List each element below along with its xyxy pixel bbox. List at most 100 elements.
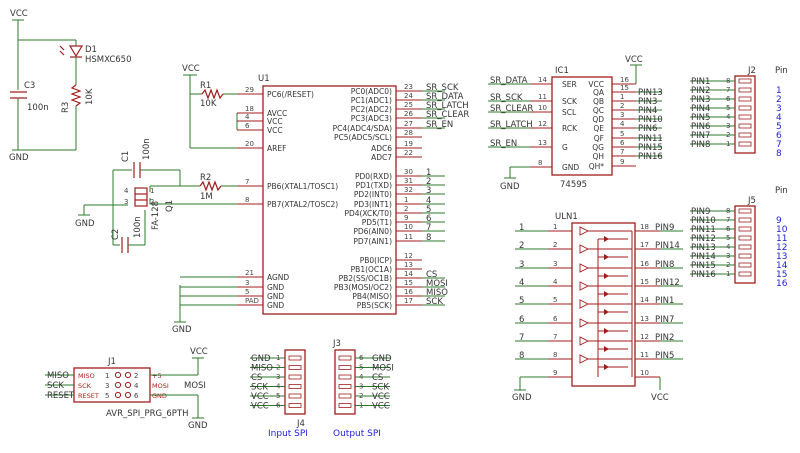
mcu-pin-number: 6 [245,122,250,130]
mcu-pin-number: 13 [404,261,413,269]
header-pin-label: 5 [776,122,782,132]
c3-value: 100n [27,103,49,113]
sr-pin-number: 14 [538,76,547,84]
mcu-pin-name: PD6(AIN0) [353,227,392,236]
header-net-label: PIN16 [691,270,716,280]
net-label: 6 [519,315,524,325]
header-pin-icon [738,226,752,232]
spi-pin-icon [338,384,352,389]
header-pin-number: 8 [726,207,730,215]
mcu-pin-number: 14 [404,270,413,278]
uln-pin-number: 15 [640,278,649,286]
uln-drivers [579,226,633,377]
header-pin-label: 3 [776,104,782,114]
sr-pin-name: QB [593,97,604,106]
spi-net-label: VCC [372,392,390,402]
spi-pin-icon [288,393,302,399]
vcc-label: VCC [10,9,28,19]
net-label: PIN4 [638,106,657,116]
mcu-pin-name: PD2(INT0) [354,190,392,199]
header-pin-label: 13 [776,252,787,262]
uln-pin-number: 5 [553,296,557,304]
r3-ref: R3 [61,102,71,113]
driver-icon [579,354,590,364]
spi-net-label: VCC [251,392,269,402]
spi-pin-icon [288,374,302,380]
net-label: 3 [426,186,431,196]
sr-pin-number: 1 [620,93,624,101]
header-pin-number: 5 [726,234,730,242]
header-pin-number: 7 [726,86,730,94]
uln-pin-number: 14 [640,296,649,304]
mcu-pin-name: PB3(MOSI/OC2) [334,283,392,292]
q1-pin-4: 4 [124,187,129,195]
header-pin-label: 10 [776,225,788,235]
sr-pin-number: 12 [538,120,547,128]
led-section: VCC C3 100n GND D1 HSMXC650 R3 10K [9,9,131,163]
uln-pin-number: 13 [640,315,649,323]
uln-pin-number: 7 [553,333,557,341]
header-pin-icon [738,244,752,250]
mcu-pin-name: PD5(T1) [362,218,392,227]
j1-pin-number: 5 [105,392,109,400]
mcu-pin-name: PB4(MISO) [352,292,392,301]
pin-icon [114,381,122,389]
spi-pin-icon [288,384,302,389]
j1-pin-number: 1 [105,372,109,380]
driver-icon [579,281,590,291]
mcu-pin-name: PC4(ADC4/SDA) [333,124,392,133]
spi-net-label: GND [251,354,271,364]
pin-icon [124,371,132,379]
sr-pin-number: 7 [620,148,624,156]
net-label: PIN13 [638,88,663,98]
spi-net-label: CS [251,373,262,383]
mcu-pin-number: 31 [404,177,413,185]
driver-icon [579,244,590,254]
net-label: 3 [519,260,524,270]
header-pin-icon [738,132,752,138]
spi-net-label: VCC [251,402,269,412]
mcu-pin-name: PC2(ADC2) [351,105,392,114]
spi-net-label: MOSI [372,364,394,374]
ic1-part: 74595 [560,180,587,190]
j5-header: Pin [775,186,788,196]
uln-pin-number: 17 [640,241,649,249]
uln-pin-number: 3 [553,260,557,268]
net-label: SR_EN [490,139,517,149]
j1-signal-label: +5 [152,372,162,380]
mcu-pin-name: PC1(ADC1) [351,96,392,105]
net-label: 1 [426,168,431,178]
c1-value: 100n [142,138,152,160]
mcu-pin-name: GND [267,283,284,292]
j3-caption: Output SPI [333,429,381,439]
header-pin-icon [738,96,752,102]
mcu-pin-number: 18 [245,105,254,113]
spi-pin-number: 5 [359,364,363,372]
mcu-pin-number: 17 [404,297,413,305]
header-pin-icon [738,78,752,84]
header-pin-label: 4 [776,113,782,123]
header-pin-number: 1 [726,140,730,148]
driver-icon [579,336,590,346]
j1-net-label: MOSI [184,381,206,391]
net-label: SR_EN [426,120,453,130]
j1-net-label: SCK [47,381,64,391]
header-net-label: PIN11 [691,225,716,235]
spi-net-label: GND [372,354,392,364]
net-label: SR_LATCH [490,120,533,130]
uln-pin-number: 4 [553,278,558,286]
driver-icon [579,299,590,309]
led-icon [68,45,84,58]
mcu-pin-name: PB5(SCK) [357,301,392,310]
net-label: PIN6 [638,124,657,134]
driver-icon [579,263,590,273]
spi-pin-icon [288,355,302,361]
sr-pin-name: G [562,143,568,152]
mcu-pin-number: 30 [404,168,413,176]
net-label: PIN8 [655,260,674,270]
